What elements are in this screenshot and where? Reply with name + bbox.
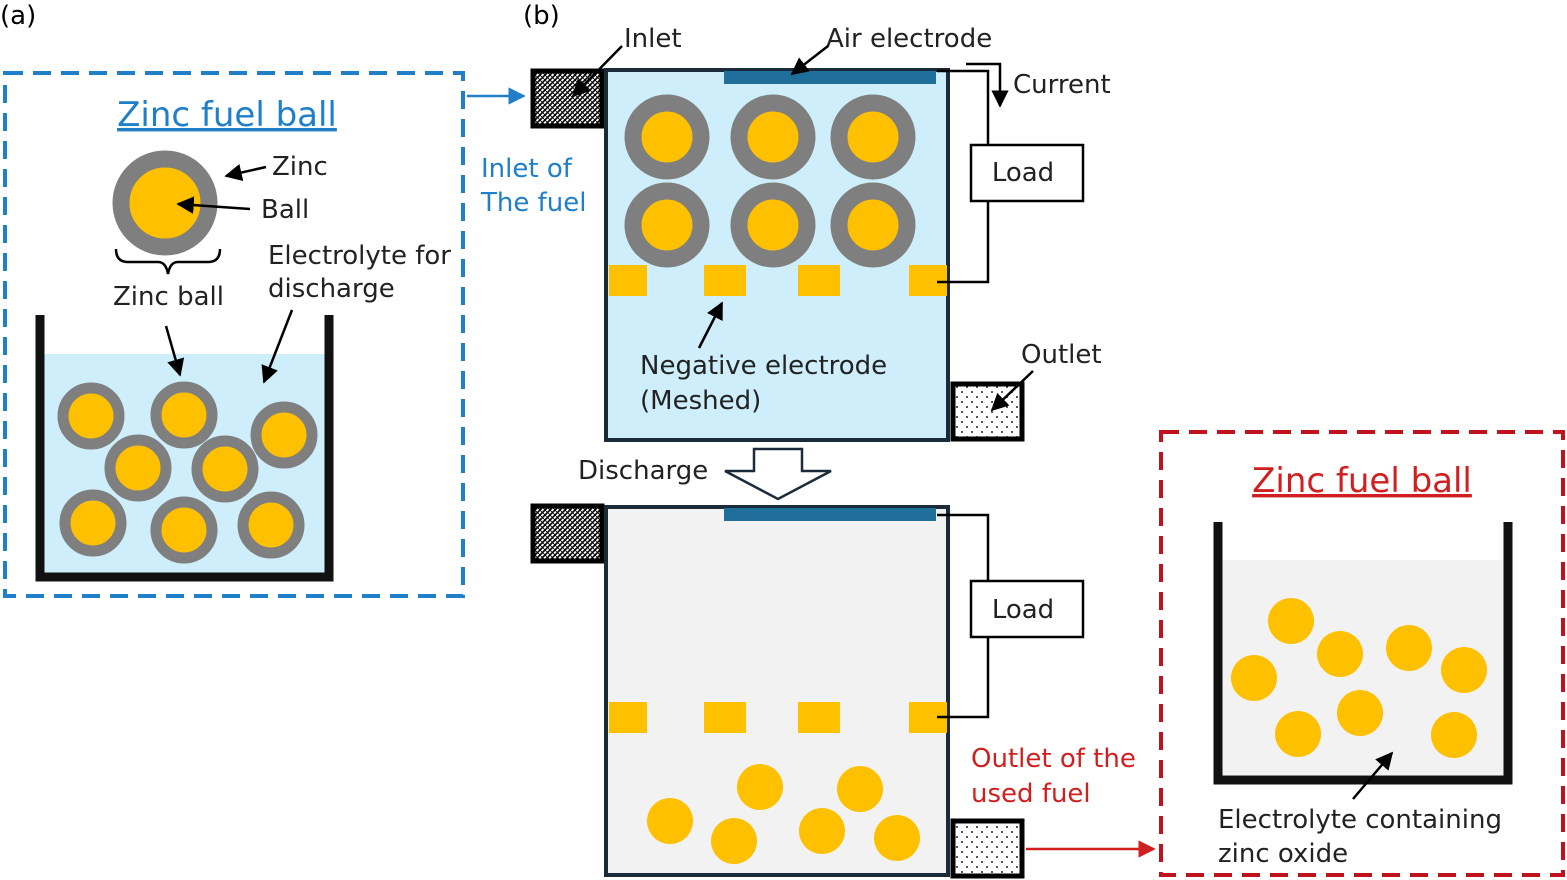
negative-electrode-arrow [697, 301, 724, 349]
circuit-wire-bottom [937, 513, 990, 719]
spent-ball [1268, 598, 1314, 644]
air-electrode-arrow [790, 45, 829, 76]
zinc-ball-arrow [164, 325, 185, 377]
zinc-ball [624, 94, 710, 180]
spent-ball [1337, 690, 1383, 736]
spent-ball [1441, 647, 1487, 693]
load-box-top [969, 143, 1085, 203]
zinc-ball [59, 489, 127, 557]
mesh-segment [798, 702, 840, 733]
outlet-used-label-1: Outlet of the [971, 744, 1136, 774]
zinc-ball [150, 496, 218, 564]
inlet-label: Inlet [624, 24, 682, 54]
spent-ball [737, 764, 783, 810]
left-beaker [35, 315, 334, 582]
current-arrow [966, 62, 1009, 108]
outlet-arrow [990, 370, 1034, 412]
bottom-spent-balls [647, 764, 920, 864]
mesh-segment [704, 265, 746, 296]
spent-ball [1317, 631, 1363, 677]
negative-electrode-label-1: Negative electrode [640, 351, 887, 381]
outlet-used-label-2: used fuel [971, 779, 1091, 809]
left-box-title: Zinc fuel ball [117, 95, 337, 135]
outlet-port-bottom [950, 818, 1025, 879]
outlet-label: Outlet [1021, 340, 1102, 370]
air-electrode-bottom [724, 508, 936, 521]
electrolyte-arrow [261, 309, 294, 384]
zinc-ball [104, 434, 172, 502]
negative-electrode-bottom [609, 702, 947, 733]
zinc-ball [830, 182, 916, 268]
spent-ball [1386, 625, 1432, 671]
spent-ball [1231, 655, 1277, 701]
zinc-oxide-electrolyte-arrow [1352, 751, 1394, 800]
right-box-title: Zinc fuel ball [1252, 461, 1472, 501]
spent-ball [1431, 712, 1477, 758]
ball-pointer-arrow [176, 196, 251, 214]
discharge-label: Discharge [578, 456, 708, 486]
mesh-segment [798, 265, 840, 296]
left-zinc-balls [57, 381, 318, 564]
zinc-pointer-arrow [224, 164, 267, 182]
panel-label-b: (b) [523, 1, 560, 31]
spent-ball [837, 766, 883, 812]
zinc-ball-brace [114, 248, 222, 275]
right-beaker [1213, 522, 1513, 785]
zinc-ball [237, 491, 305, 559]
mesh-segment [704, 702, 746, 733]
spent-ball [799, 808, 845, 854]
zinc-oxide-label-2: zinc oxide [1218, 839, 1348, 869]
load-label-bottom: Load [992, 595, 1054, 625]
circuit-wire-top [937, 69, 990, 284]
discharge-arrow [724, 447, 832, 501]
top-zinc-balls [624, 94, 916, 268]
negative-electrode-top [609, 265, 947, 296]
zinc-label: Zinc [272, 152, 328, 182]
zinc-ball [191, 435, 259, 503]
negative-electrode-label-2: (Meshed) [640, 386, 761, 416]
zinc-ball [624, 182, 710, 268]
zinc-ball [830, 94, 916, 180]
zinc-ball-diagram [112, 150, 218, 256]
spent-ball [711, 818, 757, 864]
inlet-port-top [530, 68, 605, 129]
mesh-segment [909, 265, 947, 296]
zinc-ball [730, 182, 816, 268]
zinc-ball-label: Zinc ball [113, 282, 224, 312]
left-dashed-box [3, 71, 465, 598]
zinc-oxide-label-1: Electrolyte containing [1218, 805, 1502, 835]
load-box-bottom [969, 579, 1085, 639]
air-electrode-top [724, 71, 936, 84]
right-spent-balls [1231, 598, 1487, 758]
zinc-ball [250, 401, 318, 469]
inlet-fuel-label-2: The fuel [480, 188, 586, 218]
mesh-segment [609, 702, 647, 733]
inlet-fuel-label-1: Inlet of [481, 154, 573, 184]
panel-label-a: (a) [0, 1, 36, 31]
spent-ball [1275, 711, 1321, 757]
zinc-ball [57, 382, 125, 450]
zinc-ball [730, 94, 816, 180]
inlet-port-bottom [530, 503, 605, 564]
right-dashed-box [1159, 430, 1565, 877]
mesh-segment [609, 265, 647, 296]
spent-ball [647, 798, 693, 844]
electrolyte-discharge-label-1: Electrolyte for [268, 241, 451, 271]
load-label-top: Load [992, 158, 1054, 188]
electrolyte-discharge-label-2: discharge [268, 274, 395, 304]
inlet-arrow [571, 45, 623, 98]
current-label: Current [1013, 70, 1111, 100]
air-electrode-label: Air electrode [826, 24, 992, 54]
spent-ball [874, 815, 920, 861]
zinc-ball [150, 381, 218, 449]
ball-label: Ball [261, 195, 309, 225]
